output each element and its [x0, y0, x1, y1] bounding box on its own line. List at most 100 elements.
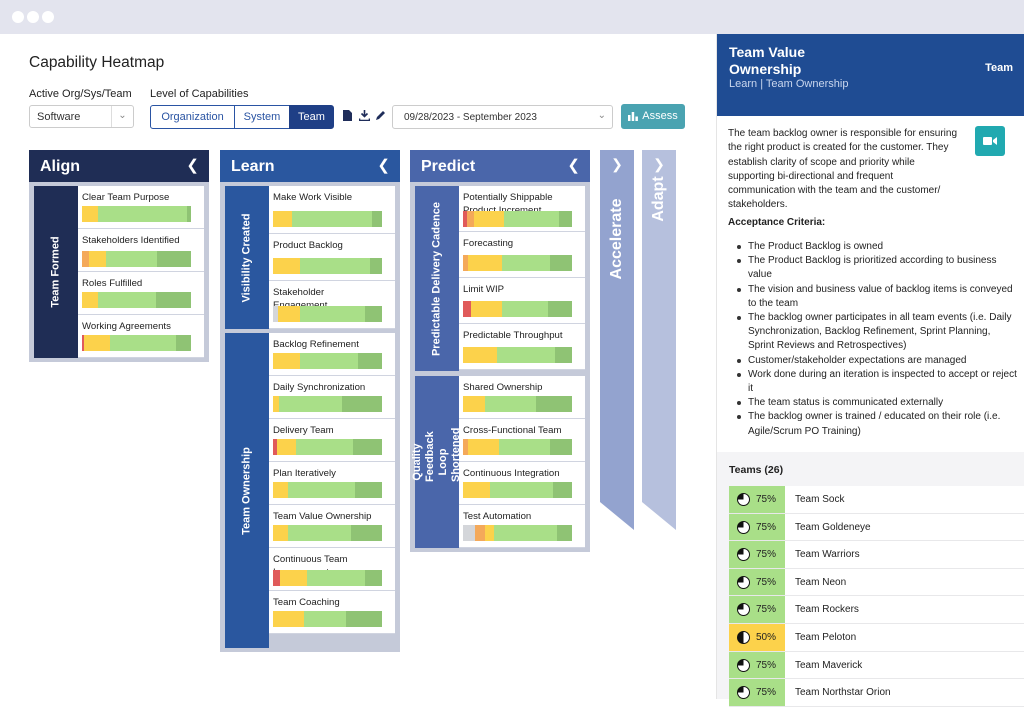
team-row[interactable]: 50%Team Peloton: [729, 624, 1024, 652]
capability-card[interactable]: Working Agreements: [78, 315, 204, 358]
collapse-chevron-icon[interactable]: ❮: [567, 157, 580, 174]
team-row[interactable]: 75%Team Rockers: [729, 596, 1024, 624]
capability-card[interactable]: Potentially Shippable Product Increment: [459, 186, 585, 232]
group-label: Quality Feedback Loop Shortened: [411, 376, 462, 548]
capability-card[interactable]: Plan Iteratively: [269, 462, 395, 505]
pillar-accelerate-collapsed[interactable]: ❯ Accelerate: [600, 150, 634, 530]
team-row[interactable]: 75%Team Warriors: [729, 541, 1024, 569]
collapse-chevron-icon[interactable]: ❮: [377, 157, 390, 174]
video-camera-icon: [983, 137, 997, 145]
team-name: Team Neon: [795, 576, 847, 588]
team-row[interactable]: 75%Team Sock: [729, 486, 1024, 514]
capability-card[interactable]: Daily Synchronization: [269, 376, 395, 419]
pillar-learn-header[interactable]: Learn ❮: [220, 150, 400, 182]
capability-card[interactable]: Make Work Visible: [269, 186, 395, 234]
team-score: 75%: [729, 651, 785, 679]
heat-bar: [463, 396, 572, 412]
chevron-down-icon: ⌄: [597, 110, 606, 121]
video-button[interactable]: [975, 126, 1005, 156]
capability-card[interactable]: Continuous Integration: [459, 462, 585, 505]
pillar-adapt-collapsed[interactable]: ❯ Adapt: [642, 150, 676, 530]
download-icon[interactable]: [359, 110, 370, 121]
capability-card[interactable]: Predictable Throughput: [459, 324, 585, 370]
team-score: 75%: [729, 541, 785, 568]
heat-segment-orange: [475, 525, 485, 541]
capability-card[interactable]: Continuous Team Improvement: [269, 548, 395, 591]
heat-segment-lightgreen: [501, 255, 551, 271]
assess-button[interactable]: Assess: [621, 104, 685, 129]
criteria-item: The team status is communicated external…: [737, 396, 1018, 410]
capability-card[interactable]: Delivery Team: [269, 419, 395, 462]
capability-card[interactable]: Roles Fulfilled: [78, 272, 204, 315]
team-row[interactable]: 75%Team Northstar Orion: [729, 679, 1024, 707]
heat-segment-red: [463, 301, 472, 317]
team-pct: 75%: [756, 687, 777, 699]
pillar-predict-header[interactable]: Predict ❮: [410, 150, 590, 182]
capability-card[interactable]: Stakeholders Identified: [78, 229, 204, 272]
capability-name: Clear Team Purpose: [82, 192, 170, 203]
heat-bar: [273, 353, 382, 369]
heat-bar: [273, 305, 382, 322]
window-titlebar: [0, 0, 1024, 34]
heat-segment-lightgreen: [494, 525, 558, 541]
team-row[interactable]: 75% Team Neon: [729, 568, 1024, 597]
heat-segment-yellow: [82, 292, 98, 308]
level-team-button[interactable]: Team: [289, 105, 334, 129]
capability-name: Test Automation: [463, 511, 532, 522]
collapse-chevron-icon[interactable]: ❮: [186, 157, 199, 174]
expand-chevron-icon[interactable]: ❯: [653, 156, 665, 172]
heat-segment-yellow: [273, 525, 288, 541]
capability-card[interactable]: Stakeholder Engagement: [269, 281, 395, 329]
capability-name: Product Backlog: [273, 239, 343, 251]
capability-name: Stakeholder Engagement: [273, 287, 327, 311]
capability-card[interactable]: Team Coaching: [269, 591, 395, 634]
capability-card[interactable]: Cross-Functional Team: [459, 419, 585, 462]
team-score: 75%: [729, 513, 785, 541]
heat-segment-yellow: [467, 255, 502, 271]
capability-card[interactable]: Shared Ownership: [459, 376, 585, 419]
criteria-item: The backlog owner is trained / educated …: [737, 410, 1018, 438]
team-row[interactable]: 75%Team Maverick: [729, 651, 1024, 680]
expand-chevron-icon[interactable]: ❯: [611, 156, 623, 172]
capability-card[interactable]: Clear Team Purpose: [78, 186, 204, 229]
assess-label: Assess: [642, 110, 678, 122]
heat-segment-red: [273, 439, 277, 455]
team-pct: 75%: [756, 576, 777, 588]
team-pct: 75%: [756, 494, 777, 505]
capability-card[interactable]: Forecasting: [459, 232, 585, 278]
capability-name: Make Work Visible: [273, 192, 353, 203]
org-select[interactable]: Software ⌄: [29, 105, 134, 128]
criteria-item: The vision and business value of backlog…: [737, 283, 1018, 311]
heat-segment-green: [557, 525, 572, 541]
heat-bar: [82, 206, 191, 222]
capability-card[interactable]: Team Value Ownership: [269, 505, 395, 548]
document-icon[interactable]: [343, 110, 352, 121]
heat-bar: [463, 255, 572, 271]
criteria-item: The backlog owner participates in all te…: [737, 311, 1018, 354]
level-organization-button[interactable]: Organization: [150, 105, 235, 129]
heat-segment-orange: [463, 439, 468, 455]
level-system-button[interactable]: System: [234, 105, 290, 129]
heat-segment-green: [558, 211, 572, 227]
capability-card[interactable]: Backlog Refinement: [269, 333, 395, 376]
heat-segment-green: [352, 439, 382, 455]
heat-segment-lightgreen: [287, 525, 351, 541]
capability-card[interactable]: Product Backlog: [269, 233, 395, 282]
team-row[interactable]: 75%Team Goldeneye: [729, 513, 1024, 542]
heat-segment-yellow: [273, 210, 293, 227]
window-dot-icon[interactable]: [42, 11, 54, 23]
window-dot-icon[interactable]: [27, 11, 39, 23]
heat-segment-green: [550, 255, 572, 271]
date-range-select[interactable]: 09/28/2023 - September 2023 ⌄: [392, 105, 613, 129]
pillar-align-header[interactable]: Align ❮: [29, 150, 209, 182]
heat-segment-green: [552, 482, 572, 498]
pencil-icon[interactable]: [375, 110, 386, 121]
capability-card[interactable]: Limit WIP: [459, 278, 585, 324]
team-pct: 75%: [756, 659, 777, 671]
heat-bar: [463, 301, 572, 317]
detail-breadcrumb: Learn | Team Ownership: [729, 78, 849, 90]
window-dot-icon[interactable]: [12, 11, 24, 23]
heat-segment-yellow: [273, 611, 305, 627]
capability-card[interactable]: Test Automation: [459, 505, 585, 548]
